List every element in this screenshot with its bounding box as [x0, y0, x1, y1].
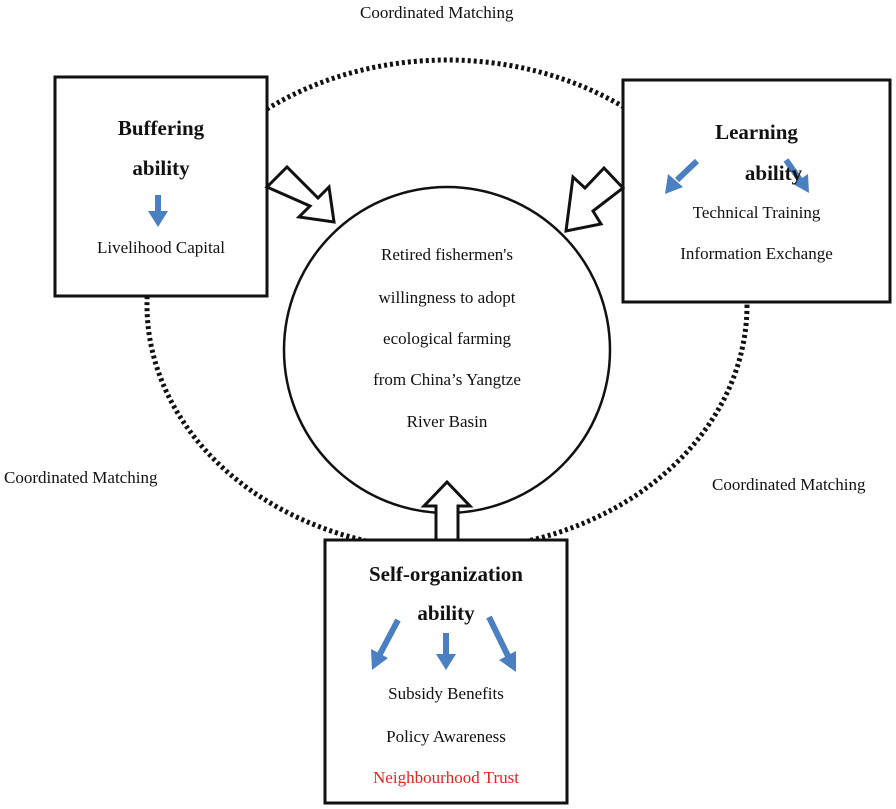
- self-org-title: Self-organization: [369, 562, 523, 586]
- learning-left-arrow: [674, 158, 700, 183]
- learning-title-ability: ability: [744, 161, 803, 185]
- learning-right-arrow: [783, 158, 803, 182]
- learning-title: Learning: [715, 120, 798, 144]
- self-org-left-arrowhead: [371, 649, 388, 670]
- coordination-label-left: Coordinated Matching: [4, 468, 158, 487]
- learning-item-technical-training: Technical Training: [692, 203, 821, 222]
- self-org-item-neighbourhood-trust: Neighbourhood Trust: [373, 768, 519, 787]
- buffering-item: Livelihood Capital: [97, 238, 225, 257]
- blue-arrows: [148, 158, 809, 672]
- coordination-label-right: Coordinated Matching: [712, 475, 866, 494]
- buffering-to-center-arrow: [264, 164, 336, 224]
- buffering-title-ability: ability: [132, 156, 190, 180]
- self-org-box: [323, 538, 569, 805]
- buffering-box: [53, 75, 269, 298]
- learning-box: [621, 78, 892, 304]
- learning-right-arrowhead: [793, 174, 809, 193]
- center-circle: [282, 185, 612, 515]
- center-text-line-2: willingness to adopt: [378, 288, 516, 307]
- learning-item-information-exchange: Information Exchange: [680, 244, 833, 263]
- learning-left-arrowhead: [665, 174, 683, 194]
- coordination-label-top: Coordinated Matching: [360, 3, 514, 22]
- center-text-line-1: Retired fishermen's: [381, 245, 513, 264]
- self-org-title-ability: ability: [417, 601, 475, 625]
- self-org-item-subsidy-benefits: Subsidy Benefits: [388, 684, 504, 703]
- self-org-item-policy-awareness: Policy Awareness: [386, 727, 506, 746]
- self-org-to-center-arrow: [420, 479, 474, 542]
- self-org-left-arrow: [377, 618, 401, 656]
- center-text-line-5: River Basin: [406, 412, 488, 431]
- buffering-down-arrowhead: [148, 211, 168, 227]
- self-org-down-arrowhead: [436, 654, 456, 670]
- buffering-title: Buffering: [117, 116, 205, 140]
- center-text-line-4: from China’s Yangtze: [373, 370, 521, 389]
- self-org-right-arrowhead: [499, 651, 516, 672]
- self-org-right-arrow: [486, 615, 511, 658]
- learning-to-center-arrow: [564, 165, 626, 233]
- center-text-line-3: ecological farming: [383, 329, 511, 348]
